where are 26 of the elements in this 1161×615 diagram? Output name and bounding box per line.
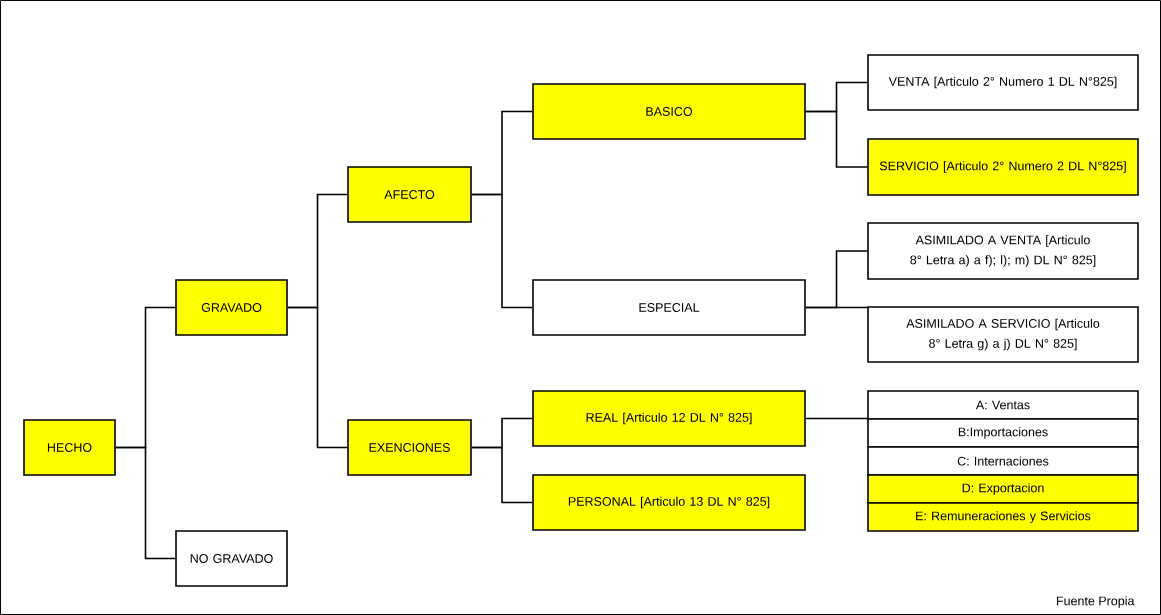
process-box: ESPECIAL — [532, 279, 806, 336]
connector — [471, 193, 533, 309]
connector — [115, 446, 176, 560]
connector — [287, 306, 348, 449]
connector — [805, 110, 868, 168]
process-box: SERVICIO [Articulo 2° Numero 2 DL N°825] — [867, 138, 1139, 196]
process-box: REAL [Articulo 12 DL N° 825] — [532, 390, 806, 447]
process-box: NO GRAVADO — [175, 530, 288, 587]
process-box: HECHO — [23, 419, 116, 476]
connector — [471, 446, 533, 504]
process-box: BASICO — [532, 83, 806, 140]
list-row: B:Importaciones — [867, 418, 1139, 448]
list-row: C: Internaciones — [867, 446, 1139, 476]
connector — [805, 417, 869, 420]
process-box: ASIMILADO A SERVICIO [Articulo 8° Letra g) a j) DL N° 825] — [867, 306, 1139, 363]
process-box: EXENCIONES — [347, 419, 472, 476]
list-row: D: Exportacion — [867, 474, 1139, 504]
process-box: ASIMILADO A VENTA [Articulo 8° Letra a) a f); l); m) DL N° 825] — [867, 222, 1139, 280]
list-row: A: Ventas — [867, 390, 1139, 420]
process-box: GRAVADO — [175, 279, 288, 336]
connector — [805, 306, 869, 309]
list-row: E: Remuneraciones y Servicios — [867, 502, 1139, 532]
source-note: Fuente Propia — [1056, 596, 1135, 608]
process-box: AFECTO — [347, 166, 472, 223]
process-box: PERSONAL [Articulo 13 DL N° 825] — [532, 474, 806, 531]
process-box: VENTA [Articulo 2° Numero 1 DL N°825] — [867, 54, 1139, 111]
